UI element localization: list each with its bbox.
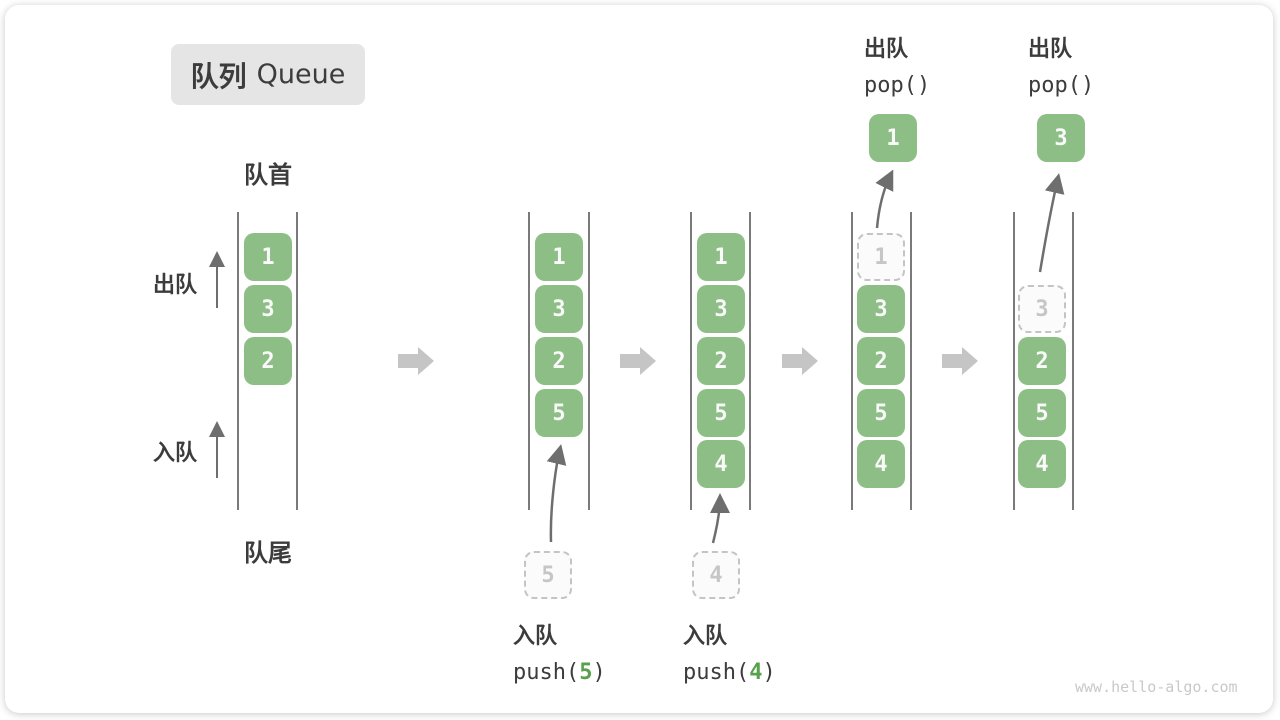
queue-wall-left (690, 212, 692, 510)
op-arg: 4 (749, 660, 763, 685)
queue-item: 5 (1018, 389, 1066, 437)
queue-item: 1 (697, 233, 745, 281)
ghost-item: 1 (857, 233, 905, 281)
incoming-item: 5 (524, 551, 572, 599)
queue-item: 5 (535, 389, 583, 437)
watermark: www.hello-algo.com (1075, 678, 1238, 696)
queue-item: 4 (1018, 440, 1066, 488)
label-dequeue: 出队 (153, 273, 198, 298)
op-label-pop-1: 出队 pop() (864, 31, 930, 98)
op-label-pop-2: 出队 pop() (1028, 31, 1094, 98)
queue-item: 1 (244, 233, 292, 281)
queue-item: 5 (697, 389, 745, 437)
queue-item: 2 (697, 337, 745, 385)
queue-wall-left (528, 212, 530, 510)
op-arg: 5 (579, 660, 593, 685)
popped-item: 3 (1037, 114, 1085, 162)
queue-wall-left (851, 212, 853, 510)
queue-wall-right (910, 212, 912, 510)
queue-item: 2 (857, 337, 905, 385)
title-zh: 队列 (190, 59, 247, 93)
queue-item: 4 (857, 440, 905, 488)
title-en: Queue (256, 59, 346, 90)
queue-item: 2 (244, 337, 292, 385)
label-enqueue: 入队 (153, 441, 198, 466)
op-label-zh: 入队 (683, 624, 728, 649)
op-label-push-5: 入队 push(5) (513, 618, 606, 685)
op-label-code: pop() (1028, 73, 1095, 98)
queue-wall-left (1013, 212, 1015, 510)
queue-item: 3 (697, 285, 745, 333)
queue-item: 2 (1018, 337, 1066, 385)
op-label-zh: 出队 (864, 37, 909, 62)
op-label-code: push(4) (683, 660, 776, 685)
queue-item: 3 (857, 285, 905, 333)
op-label-code: pop() (864, 73, 931, 98)
queue-wall-left (237, 212, 239, 510)
op-label-zh: 入队 (513, 624, 558, 649)
incoming-item: 4 (692, 551, 740, 599)
ghost-item: 3 (1018, 285, 1066, 333)
op-label-code: push(5) (513, 660, 606, 685)
op-label-push-4: 入队 push(4) (683, 618, 776, 685)
queue-item: 2 (535, 337, 583, 385)
queue-item: 5 (857, 389, 905, 437)
queue-wall-right (588, 212, 590, 510)
popped-item: 1 (869, 114, 917, 162)
diagram-card (5, 5, 1273, 713)
queue-item: 4 (697, 440, 745, 488)
queue-item: 3 (244, 285, 292, 333)
queue-wall-right (1072, 212, 1074, 510)
diagram-title: 队列 Queue (171, 44, 365, 105)
label-queue-rear: 队尾 (244, 539, 292, 567)
queue-item: 1 (535, 233, 583, 281)
queue-wall-right (749, 212, 751, 510)
queue-wall-right (296, 212, 298, 510)
label-queue-front: 队首 (244, 161, 292, 189)
queue-item: 3 (535, 285, 583, 333)
op-label-zh: 出队 (1028, 37, 1073, 62)
